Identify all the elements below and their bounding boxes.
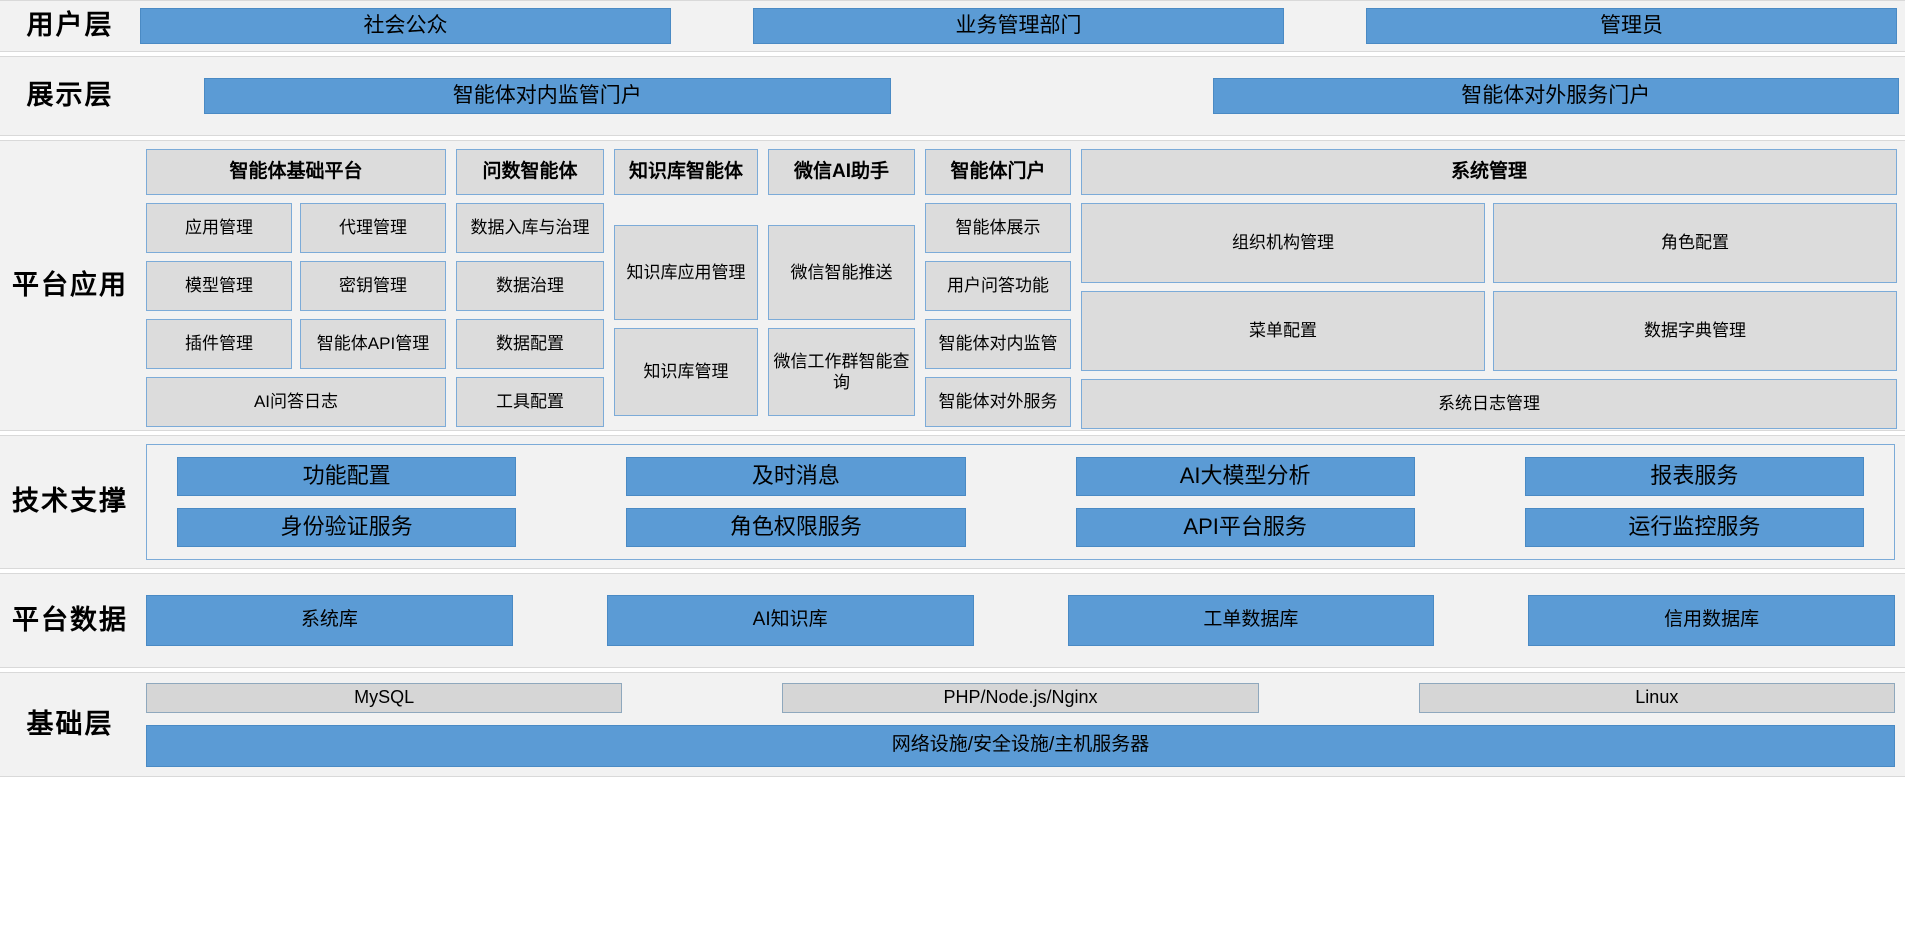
app-item-menu-configuration[interactable]: 菜单配置	[1081, 291, 1485, 371]
app-item-kb-application-management[interactable]: 知识库应用管理	[614, 225, 758, 320]
app-item-data-ingestion-governance[interactable]: 数据入库与治理	[456, 203, 604, 253]
app-header-agent-portal[interactable]: 智能体门户	[925, 149, 1071, 195]
data-item-ai-knowledge-db[interactable]: AI知识库	[606, 595, 974, 646]
layer-platform-application: 平台 应用 智能体基础平台 应用管理 代理管理 模型管理 密钥管理	[0, 140, 1905, 431]
layer-label-platform-application-line1: 平台	[12, 269, 70, 300]
layer-label-user: 用户层	[0, 1, 140, 51]
app-item-kb-management[interactable]: 知识库管理	[614, 328, 758, 416]
app-item-wechat-group-smart-query[interactable]: 微信工作群智能查询	[768, 328, 915, 416]
app-column-wechat-ai-assistant: 微信AI助手 微信智能推送 微信工作群智能查询	[768, 149, 915, 416]
app-item-agent-internal-supervision[interactable]: 智能体对内监管	[925, 319, 1071, 369]
app-header-data-query-agent[interactable]: 问数智能体	[456, 149, 604, 195]
tech-item-ai-large-model-analysis[interactable]: AI大模型分析	[1075, 457, 1415, 496]
infra-item-mysql[interactable]: MySQL	[146, 682, 623, 713]
tech-item-authentication-service[interactable]: 身份验证服务	[177, 508, 517, 547]
technical-row-1: 功能配置 及时消息 AI大模型分析 报表服务	[177, 457, 1864, 496]
tech-item-instant-message[interactable]: 及时消息	[626, 457, 966, 496]
app-column-system-management: 系统管理 组织机构管理 角色配置 菜单配置 数据字典管理 系统日志管理	[1081, 149, 1897, 429]
layer-label-technical-support-line1: 技术	[12, 486, 70, 517]
app-column-agent-portal: 智能体门户 智能体展示 用户问答功能 智能体对内监管 智能体对外服务	[925, 149, 1071, 427]
app-item-agent-external-service[interactable]: 智能体对外服务	[925, 377, 1071, 427]
app-column-agent-base-platform: 智能体基础平台 应用管理 代理管理 模型管理 密钥管理 插件管理 智能体API管…	[146, 149, 446, 427]
app-item-key-management[interactable]: 密钥管理	[300, 261, 446, 311]
infra-item-php-node-nginx[interactable]: PHP/Node.js/Nginx	[782, 682, 1259, 713]
layer-body-user: 社会公众 业务管理部门 管理员	[140, 1, 1905, 51]
app-header-wechat-ai-assistant[interactable]: 微信AI助手	[768, 149, 915, 195]
layer-platform-data: 平台 数据 系统库 AI知识库 工单数据库 信用数据库	[0, 573, 1905, 668]
tech-item-role-permission-service[interactable]: 角色权限服务	[626, 508, 966, 547]
app-item-system-log-management[interactable]: 系统日志管理	[1081, 379, 1897, 429]
app-column-knowledge-base-agent: 知识库智能体 知识库应用管理 知识库管理	[614, 149, 758, 416]
tech-item-api-platform-service[interactable]: API平台服务	[1075, 508, 1415, 547]
layer-label-platform-data-line2: 数据	[70, 604, 128, 635]
layer-technical-support: 技术 支撑 功能配置 及时消息 AI大模型分析 报表服务 身份验证服务 角色权限…	[0, 435, 1905, 569]
layer-label-platform-application-line2: 应用	[70, 269, 128, 300]
app-item-role-configuration[interactable]: 角色配置	[1493, 203, 1897, 283]
app-row-base-1: 应用管理 代理管理	[146, 203, 446, 253]
layer-label-infrastructure-text: 基础层	[26, 708, 114, 739]
layer-label-user-text: 用户层	[26, 10, 114, 41]
app-item-agent-api-management[interactable]: 智能体API管理	[300, 319, 446, 369]
data-item-system-db[interactable]: 系统库	[146, 595, 513, 646]
infra-item-network-security-host-server[interactable]: 网络设施/安全设施/主机服务器	[146, 724, 1895, 767]
data-item-credit-db[interactable]: 信用数据库	[1528, 595, 1895, 646]
layer-presentation: 展示层 智能体对内监管门户 智能体对外服务门户	[0, 56, 1905, 136]
app-row-sys-1: 组织机构管理 角色配置	[1081, 203, 1897, 283]
layer-user: 用户层 社会公众 业务管理部门 管理员	[0, 0, 1905, 52]
infrastructure-stack-row: MySQL PHP/Node.js/Nginx Linux	[146, 682, 1895, 713]
layer-label-infrastructure: 基础层	[0, 673, 140, 776]
app-header-knowledge-base-agent[interactable]: 知识库智能体	[614, 149, 758, 195]
app-row-sys-2: 菜单配置 数据字典管理	[1081, 291, 1897, 371]
app-header-agent-base-platform[interactable]: 智能体基础平台	[146, 149, 446, 195]
app-header-system-management[interactable]: 系统管理	[1081, 149, 1897, 195]
app-item-data-governance[interactable]: 数据治理	[456, 261, 604, 311]
data-item-work-order-db[interactable]: 工单数据库	[1067, 595, 1435, 646]
layer-body-platform-data: 系统库 AI知识库 工单数据库 信用数据库	[140, 574, 1905, 667]
layer-label-technical-support-line2: 支撑	[70, 486, 128, 517]
layer-label-technical-support: 技术 支撑	[0, 436, 140, 568]
app-item-data-dictionary-management[interactable]: 数据字典管理	[1493, 291, 1897, 371]
app-item-tool-configuration[interactable]: 工具配置	[456, 377, 604, 427]
layer-body-presentation: 智能体对内监管门户 智能体对外服务门户	[140, 57, 1905, 135]
spacer-wechat-1	[768, 203, 915, 217]
layer-label-platform-data: 平台 数据	[0, 574, 140, 667]
presentation-box-internal-portal[interactable]: 智能体对内监管门户	[204, 78, 891, 114]
user-box-business-dept[interactable]: 业务管理部门	[753, 8, 1284, 44]
layer-body-technical-support: 功能配置 及时消息 AI大模型分析 报表服务 身份验证服务 角色权限服务 API…	[140, 436, 1905, 568]
app-item-organization-management[interactable]: 组织机构管理	[1081, 203, 1485, 283]
infrastructure-foundation-row: 网络设施/安全设施/主机服务器	[146, 724, 1895, 767]
app-item-application-management[interactable]: 应用管理	[146, 203, 292, 253]
app-item-ai-qa-log[interactable]: AI问答日志	[146, 377, 446, 427]
tech-item-operation-monitoring-service[interactable]: 运行监控服务	[1524, 508, 1864, 547]
technical-row-2: 身份验证服务 角色权限服务 API平台服务 运行监控服务	[177, 508, 1864, 547]
spacer-kb-1	[614, 203, 758, 217]
layer-body-platform-application: 智能体基础平台 应用管理 代理管理 模型管理 密钥管理 插件管理 智能体API管…	[140, 141, 1905, 430]
app-row-base-2: 模型管理 密钥管理	[146, 261, 446, 311]
user-box-admin[interactable]: 管理员	[1366, 8, 1897, 44]
tech-item-function-configuration[interactable]: 功能配置	[177, 457, 517, 496]
app-item-wechat-smart-push[interactable]: 微信智能推送	[768, 225, 915, 320]
app-item-plugin-management[interactable]: 插件管理	[146, 319, 292, 369]
user-box-public[interactable]: 社会公众	[140, 8, 671, 44]
infra-item-linux[interactable]: Linux	[1418, 682, 1895, 713]
app-item-agent-showcase[interactable]: 智能体展示	[925, 203, 1071, 253]
layer-label-platform-data-line1: 平台	[12, 604, 70, 635]
app-row-base-3: 插件管理 智能体API管理	[146, 319, 446, 369]
layer-label-platform-application: 平台 应用	[0, 141, 140, 430]
layer-label-presentation: 展示层	[0, 57, 140, 135]
layer-body-infrastructure: MySQL PHP/Node.js/Nginx Linux 网络设施/安全设施/…	[140, 673, 1905, 776]
app-item-user-qa-function[interactable]: 用户问答功能	[925, 261, 1071, 311]
tech-item-report-service[interactable]: 报表服务	[1524, 457, 1864, 496]
layer-label-presentation-text: 展示层	[26, 80, 114, 111]
app-column-data-query-agent: 问数智能体 数据入库与治理 数据治理 数据配置 工具配置	[456, 149, 604, 427]
app-item-data-configuration[interactable]: 数据配置	[456, 319, 604, 369]
layer-infrastructure: 基础层 MySQL PHP/Node.js/Nginx Linux 网络设施/安…	[0, 672, 1905, 777]
technical-support-frame: 功能配置 及时消息 AI大模型分析 报表服务 身份验证服务 角色权限服务 API…	[146, 444, 1895, 560]
app-item-agent-management[interactable]: 代理管理	[300, 203, 446, 253]
app-item-model-management[interactable]: 模型管理	[146, 261, 292, 311]
presentation-box-external-portal[interactable]: 智能体对外服务门户	[1212, 78, 1899, 114]
